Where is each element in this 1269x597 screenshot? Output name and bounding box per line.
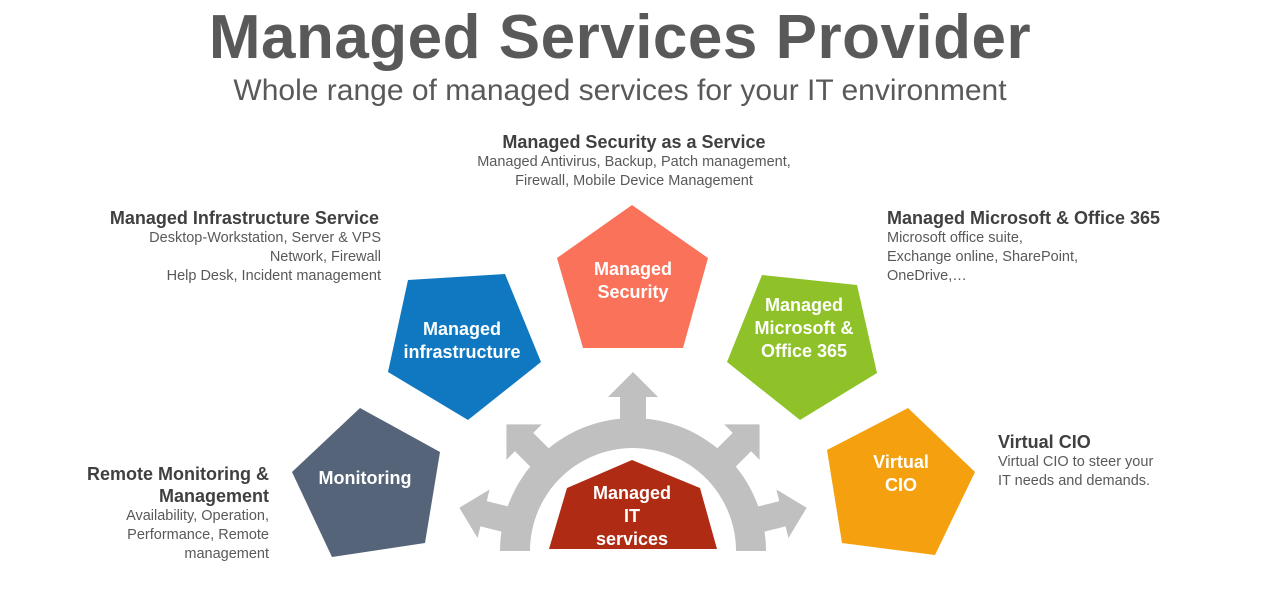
- center-shape: [549, 460, 717, 549]
- virtual-cio-pentagon[interactable]: [827, 408, 975, 555]
- security-description: Managed Security as a Service Managed An…: [434, 131, 834, 191]
- monitoring-pentagon[interactable]: [292, 408, 440, 557]
- gear-arrows-icon: [459, 372, 807, 551]
- virtual-cio-description: Virtual CIO Virtual CIO to steer your IT…: [998, 431, 1238, 491]
- page-title: Managed Services Provider: [208, 3, 1032, 72]
- monitoring-heading-line-1: Remote Monitoring &: [87, 464, 269, 484]
- page-subtitle: Whole range of managed services for your…: [233, 74, 1007, 107]
- center-shape-label: Managed IT services: [592, 483, 671, 549]
- microsoft-shape-label: Managed Microsoft & Office 365: [754, 295, 854, 361]
- infrastructure-description: Managed Infrastructure Service Desktop-W…: [60, 207, 381, 286]
- monitoring-description: Remote Monitoring & Management Availabil…: [40, 463, 269, 564]
- security-pentagon[interactable]: [557, 205, 708, 348]
- microsoft-description: Managed Microsoft & Office 365 Microsoft…: [887, 207, 1227, 286]
- monitoring-heading-line-2: Management: [158, 486, 269, 506]
- virtual-cio-heading: Virtual CIO: [998, 432, 1091, 452]
- infrastructure-pentagon[interactable]: [388, 274, 541, 420]
- security-heading: Managed Security as a Service: [502, 132, 766, 152]
- monitoring-shape-label: Monitoring: [318, 468, 412, 488]
- security-shape-label: Managed Security: [593, 259, 672, 302]
- microsoft-pentagon[interactable]: [727, 275, 877, 420]
- infrastructure-heading: Managed Infrastructure Service: [109, 208, 379, 228]
- infrastructure-shape-label: Managed infrastructure: [403, 319, 521, 362]
- virtual-cio-shape-label: Virtual CIO: [873, 452, 929, 495]
- microsoft-heading: Managed Microsoft & Office 365: [887, 208, 1161, 228]
